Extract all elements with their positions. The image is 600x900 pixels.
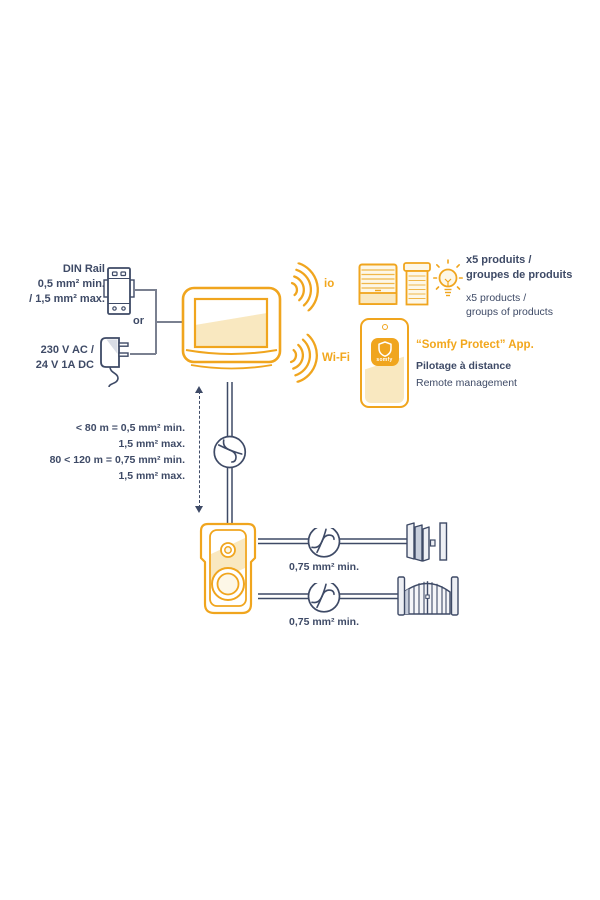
app-text: “Somfy Protect” App. Pilotage à distance… (416, 338, 586, 390)
cable-section-icon (311, 528, 335, 554)
app-subtitle-fr: Pilotage à distance (416, 360, 512, 372)
wire-run-1-label: 0,75 mm² min. (288, 561, 360, 573)
din-rail-spec1: 0,5 mm² min. (37, 278, 105, 290)
products-en-line1: x5 products / (466, 292, 527, 304)
wire-run-2 (258, 579, 399, 618)
venetian-blind-icon (358, 263, 398, 311)
swing-gate-icon (396, 570, 460, 627)
din-rail-specs: DIN Rail 0,5 mm² min. / 1,5 mm² max. (8, 262, 105, 307)
wifi-signal-icon (280, 330, 333, 393)
distance-arrow (195, 386, 205, 513)
connector-mains-line (130, 353, 156, 355)
app-subtitle-en: Remote management (416, 377, 517, 389)
or-label: or (133, 315, 144, 327)
bus-spec-line4: 1,5 mm² max. (118, 470, 185, 482)
outdoor-doorbell (198, 522, 258, 621)
connector-or-vline (155, 289, 157, 354)
mains-specs: 230 V AC / 24 V 1A DC (2, 343, 94, 373)
bus-spec-line1: < 80 m = 0,5 mm² min. (75, 422, 185, 434)
cable-section-icon (311, 583, 335, 609)
somfy-brand-label: somfy (376, 357, 393, 363)
roller-shutter-icon (402, 261, 432, 312)
wifi-label: Wi-Fi (322, 352, 350, 364)
products-fr-line1: x5 produits / (466, 254, 532, 266)
bus-cable-specs: < 80 m = 0,5 mm² min. 1,5 mm² max. 80 < … (38, 420, 185, 484)
din-module-icon (101, 265, 137, 322)
wire-run-1 (258, 524, 408, 563)
connector-din-line (133, 289, 156, 291)
smartphone: somfy (360, 318, 409, 408)
indoor-monitor (181, 286, 283, 379)
mains-line1: 230 V AC / (40, 344, 94, 356)
power-adapter-icon (97, 334, 133, 393)
phone-camera-icon (381, 324, 388, 330)
bus-cable-wires (208, 382, 252, 530)
products-text: x5 produits / groupes de produits x5 pro… (466, 253, 598, 319)
app-title: “Somfy Protect” App. (416, 339, 534, 351)
bus-spec-line3: 80 < 120 m = 0,75 mm² min. (49, 454, 185, 466)
cable-section-icon (217, 439, 243, 463)
connector-monitor-line (156, 321, 183, 323)
wire-run-2-label: 0,75 mm² min. (288, 616, 360, 628)
mains-line2: 24 V 1A DC (35, 359, 94, 371)
products-fr-line2: groupes de produits (466, 269, 573, 281)
sliding-gate-icon (401, 516, 451, 571)
products-en-line2: groups of products (466, 306, 553, 318)
light-bulb-icon (433, 259, 464, 312)
io-label: io (324, 278, 335, 290)
io-signal-icon (282, 257, 335, 320)
bus-spec-line2: 1,5 mm² max. (118, 438, 185, 450)
din-rail-title: DIN Rail (62, 263, 105, 275)
din-rail-spec2: / 1,5 mm² max. (29, 293, 105, 305)
shield-icon (377, 341, 392, 357)
somfy-protect-app-icon: somfy (370, 338, 399, 366)
